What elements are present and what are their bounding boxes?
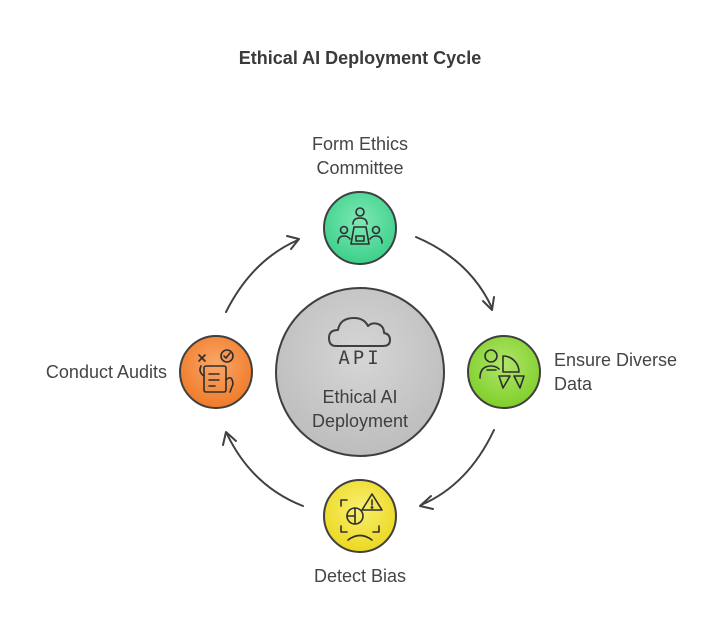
step-label-line2: Data [554, 374, 593, 394]
arrow-right-to-bottom [419, 429, 495, 510]
person-pie-chart-icon [479, 349, 525, 389]
node-ensure-diverse-data [467, 335, 541, 409]
api-label: API [338, 347, 382, 369]
step-label-conduct-audits: Conduct Audits [0, 360, 167, 384]
center-label-line1: Ethical AI [322, 387, 398, 407]
center-label-line2: Deployment [311, 411, 409, 431]
node-form-ethics-committee [323, 191, 397, 265]
checklist-audit-icon [198, 349, 234, 393]
step-label-line1: Detect Bias [313, 566, 407, 586]
cloud-api-icon [328, 317, 391, 347]
arrow-top-to-right [415, 236, 495, 311]
step-label-line1: Form Ethics [311, 134, 408, 154]
step-label-line1: Ensure Diverse [554, 350, 678, 370]
arrow-bottom-to-left [222, 431, 304, 507]
center-hub [275, 287, 445, 457]
face-scan-warning-icon [340, 493, 383, 541]
step-label-form-ethics-committee: Form Ethics Committee [280, 132, 440, 180]
step-label-line1: Conduct Audits [45, 362, 167, 382]
step-label-ensure-diverse-data: Ensure Diverse Data [554, 348, 714, 396]
node-detect-bias [323, 479, 397, 553]
step-label-detect-bias: Detect Bias [280, 564, 440, 588]
arrow-left-to-top [225, 235, 300, 313]
diagram-title: Ethical AI Deployment Cycle [238, 48, 482, 68]
node-conduct-audits [179, 335, 253, 409]
meeting-table-icon [337, 207, 383, 245]
step-label-line2: Committee [316, 158, 404, 178]
center-label: Ethical AI Deployment [275, 385, 445, 433]
